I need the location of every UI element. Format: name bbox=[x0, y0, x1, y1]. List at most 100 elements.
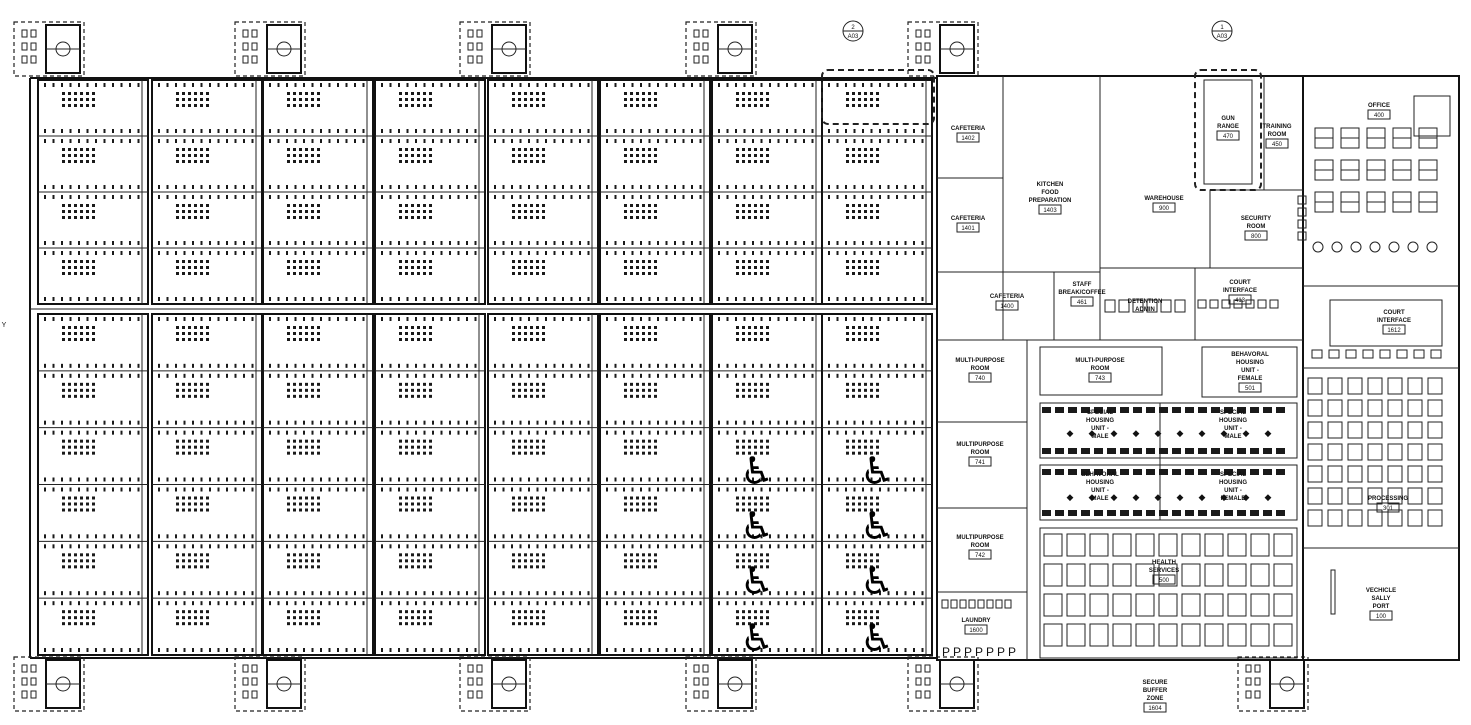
cell-tick bbox=[811, 430, 814, 435]
cell-tick bbox=[811, 363, 814, 368]
cell-tick bbox=[803, 139, 805, 143]
holding-cell bbox=[1347, 443, 1363, 461]
cell-tick bbox=[381, 195, 383, 199]
bunk-mark bbox=[754, 622, 757, 626]
cell-tick bbox=[536, 251, 539, 255]
bunk-mark bbox=[293, 610, 296, 614]
exam-room bbox=[1112, 563, 1132, 587]
cell-tick bbox=[226, 534, 228, 539]
cell-tick bbox=[735, 534, 737, 539]
cell-tick bbox=[579, 251, 581, 255]
bunk-mark bbox=[846, 92, 849, 95]
cell-tick bbox=[640, 83, 642, 87]
bunk-mark bbox=[411, 154, 414, 157]
bunk-mark bbox=[864, 332, 867, 335]
cell-tick bbox=[674, 430, 676, 435]
bunk-mark bbox=[630, 394, 633, 398]
cell-tick bbox=[562, 129, 564, 133]
bunk-mark bbox=[206, 388, 209, 392]
bunk-mark bbox=[624, 98, 627, 101]
cell-tick bbox=[870, 420, 873, 425]
cell-tick bbox=[277, 185, 280, 189]
cell-tick bbox=[587, 241, 590, 245]
cell-tick bbox=[362, 129, 365, 133]
bunk-mark bbox=[74, 502, 77, 506]
desk bbox=[1413, 349, 1425, 359]
bunk-mark bbox=[542, 559, 545, 563]
bunk-mark bbox=[870, 610, 873, 614]
bunk-mark bbox=[858, 92, 861, 95]
cell-tick bbox=[78, 420, 80, 425]
cell-tick bbox=[243, 544, 245, 549]
bunk-mark bbox=[423, 451, 426, 455]
exam-room bbox=[1089, 623, 1109, 647]
cell-tick bbox=[354, 129, 356, 133]
cell-tick bbox=[381, 601, 383, 606]
bunk-mark bbox=[423, 204, 426, 207]
bunk-mark bbox=[876, 266, 879, 269]
bunk-mark bbox=[188, 92, 191, 95]
bunk-mark bbox=[182, 160, 185, 163]
cell-tick bbox=[192, 430, 194, 435]
fitness-station bbox=[693, 664, 700, 673]
cell-door bbox=[1211, 510, 1220, 516]
cell-tick bbox=[691, 373, 693, 378]
cell-tick bbox=[44, 601, 46, 606]
bunk-mark bbox=[736, 439, 739, 443]
bunk-mark bbox=[299, 553, 302, 557]
exam-room bbox=[1043, 563, 1063, 587]
bunk-mark bbox=[630, 338, 633, 341]
cell-tick bbox=[494, 420, 496, 425]
cell-tick bbox=[519, 487, 522, 492]
bunk-mark bbox=[846, 439, 849, 443]
cell-tick bbox=[640, 297, 642, 301]
bunk-mark bbox=[846, 445, 849, 449]
cell-tick bbox=[726, 420, 729, 425]
cell-tick bbox=[129, 185, 131, 189]
holding-cell bbox=[1427, 487, 1443, 505]
cell-tick bbox=[494, 363, 496, 368]
cell-tick bbox=[786, 83, 788, 87]
cell-tick bbox=[120, 373, 123, 378]
cell-tick bbox=[691, 591, 693, 596]
cell-tick bbox=[631, 241, 634, 245]
bunk-mark bbox=[62, 266, 65, 269]
bunk-mark bbox=[86, 104, 89, 107]
cell-tick bbox=[845, 83, 847, 87]
cell-tick bbox=[553, 297, 556, 301]
bunk-mark bbox=[311, 204, 314, 207]
cell-tick bbox=[423, 430, 426, 435]
holding-cell bbox=[1367, 443, 1383, 461]
cell-tick bbox=[86, 195, 89, 199]
cell-tick bbox=[570, 601, 573, 606]
cell-tick bbox=[354, 241, 356, 245]
cell-tick bbox=[200, 241, 203, 245]
bunk-mark bbox=[74, 565, 77, 569]
bunk-mark bbox=[188, 508, 191, 512]
cell-tick bbox=[879, 139, 881, 143]
bunk-mark bbox=[80, 148, 83, 151]
cell-tick bbox=[743, 297, 746, 301]
cell-tick bbox=[674, 195, 676, 199]
bunk-mark bbox=[536, 553, 539, 557]
bunk-mark bbox=[736, 204, 739, 207]
cell-tick bbox=[845, 544, 847, 549]
bunk-mark bbox=[760, 622, 763, 626]
room-number-box bbox=[1152, 202, 1176, 213]
cell-tick bbox=[657, 363, 659, 368]
cell-door bbox=[1185, 510, 1194, 516]
bunk-mark bbox=[742, 332, 745, 335]
bunk-mark bbox=[846, 104, 849, 107]
cell-tick bbox=[887, 297, 890, 301]
bunk-mark bbox=[293, 272, 296, 275]
bunk-mark bbox=[536, 565, 539, 569]
cell-tick bbox=[553, 601, 556, 606]
bunk-mark bbox=[518, 260, 521, 263]
cell-tick bbox=[648, 420, 651, 425]
cell-tick bbox=[294, 129, 297, 133]
cell-tick bbox=[209, 544, 211, 549]
bunk-mark bbox=[742, 622, 745, 626]
cell-tick bbox=[209, 129, 211, 133]
